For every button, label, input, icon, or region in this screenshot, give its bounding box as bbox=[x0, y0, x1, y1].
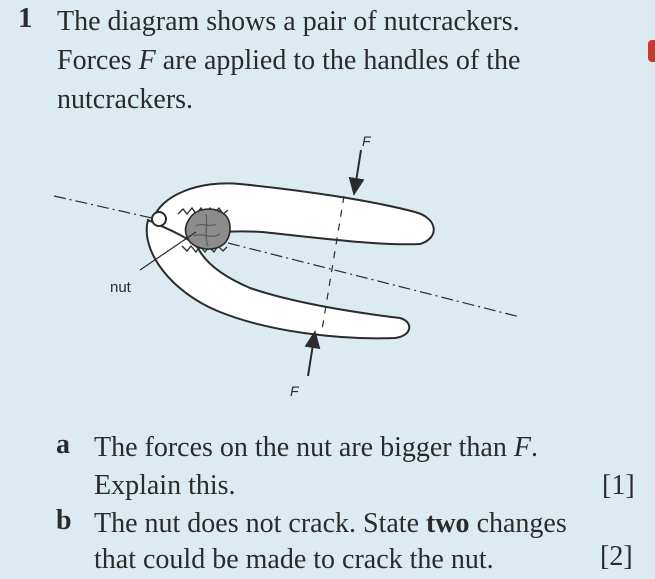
part-b-label: b bbox=[56, 505, 72, 536]
question-line-1: The diagram shows a pair of nutcrackers. bbox=[57, 6, 520, 37]
lower-handle bbox=[145, 218, 411, 340]
question-number: 1 bbox=[18, 2, 33, 34]
part-b-line-1: The nut does not crack. State two change… bbox=[94, 505, 567, 543]
question-line-2-pre: Forces bbox=[57, 45, 139, 76]
force-label-top: F bbox=[362, 133, 372, 149]
part-b-emphasis: two bbox=[426, 508, 470, 539]
part-b-line-1-post: changes bbox=[469, 508, 567, 539]
part-a-line-1-post: . bbox=[530, 432, 538, 463]
nut-label: nut bbox=[110, 279, 132, 296]
question-line-3: nutcrackers. bbox=[57, 84, 194, 115]
part-b-marks: [2] bbox=[600, 541, 633, 572]
force-arrow-top bbox=[348, 149, 365, 196]
nut-leader-line bbox=[139, 231, 197, 271]
part-a-label: a bbox=[56, 429, 70, 460]
part-b-line-2: that could be made to crack the nut. bbox=[94, 544, 494, 575]
page-edge-marker bbox=[648, 40, 655, 62]
pivot-icon bbox=[151, 211, 167, 227]
question-stem: The diagram shows a pair of nutcrackers.… bbox=[57, 2, 637, 119]
question-line-2-post: are applied to the handles of the bbox=[155, 45, 521, 76]
nut-icon bbox=[184, 208, 231, 250]
part-a-variable: F bbox=[513, 432, 531, 463]
centre-line-left bbox=[53, 195, 166, 222]
part-a-line-1-pre: The forces on the nut are bigger than bbox=[94, 432, 514, 463]
question-line-2: Forces F are applied to the handles of t… bbox=[57, 41, 637, 80]
part-b-line-1-pre: The nut does not crack. State bbox=[94, 508, 427, 539]
part-a-marks: [1] bbox=[602, 470, 635, 501]
force-variable: F bbox=[138, 45, 156, 76]
nut-texture-icon bbox=[193, 213, 221, 247]
lower-jaw-teeth bbox=[181, 244, 228, 254]
part-a-line-2: Explain this. bbox=[94, 470, 236, 501]
line-of-action bbox=[321, 195, 345, 331]
centre-line-right bbox=[227, 242, 521, 318]
part-a-line-1: The forces on the nut are bigger than F. bbox=[94, 429, 538, 467]
force-label-bottom: F bbox=[290, 383, 300, 399]
force-arrow-bottom bbox=[304, 330, 321, 377]
